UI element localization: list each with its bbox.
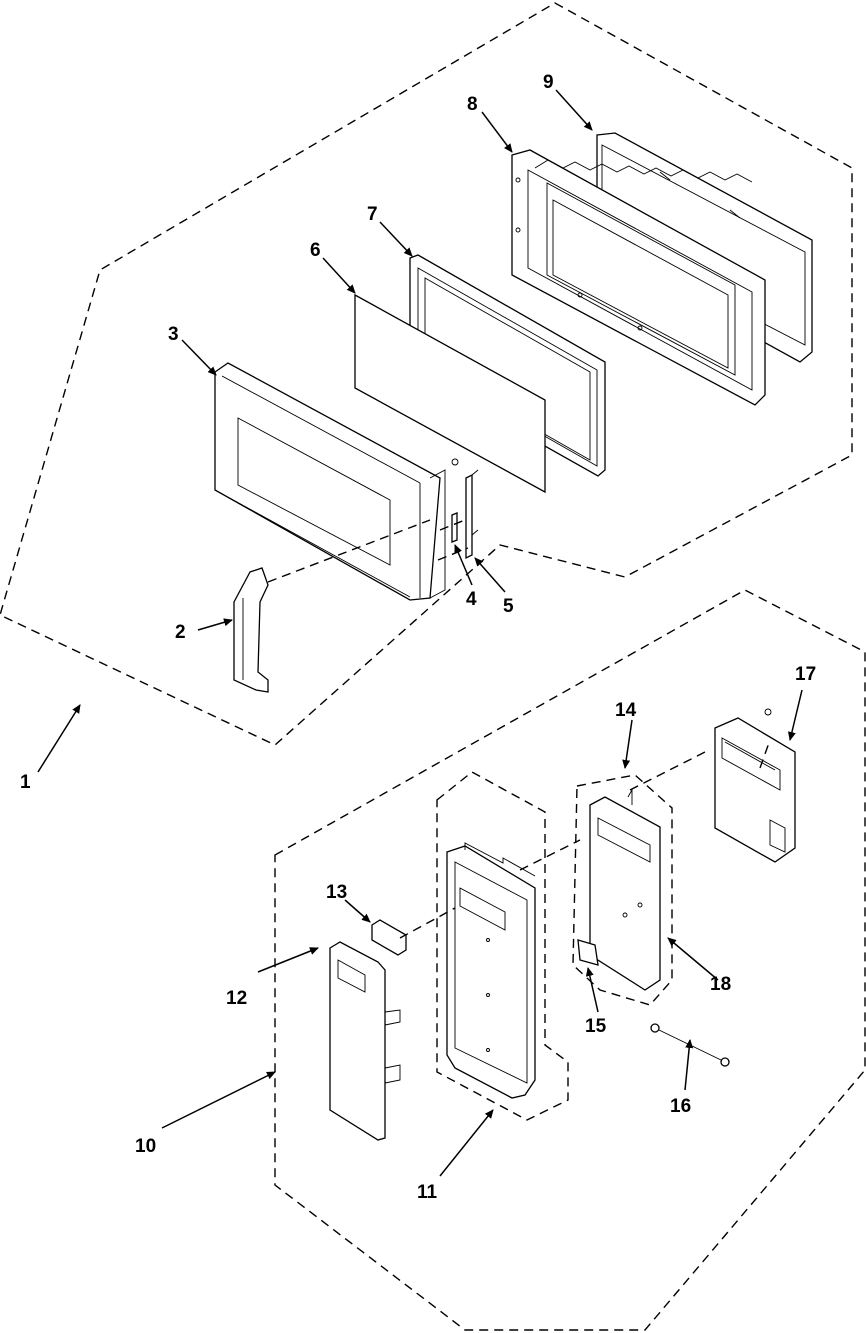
part-12-membrane-keypad	[329, 941, 401, 1141]
part-18-pcb-bracket	[589, 788, 661, 991]
callout-14: 14	[615, 700, 637, 721]
callout-4: 4	[466, 589, 477, 610]
part-6-door-glass	[354, 293, 546, 494]
callout-13: 13	[326, 882, 347, 903]
callout-18: 18	[710, 974, 731, 995]
control-frame-boundary	[436, 771, 569, 1121]
callout-8: 8	[467, 94, 478, 115]
callout-2: 2	[175, 622, 186, 643]
part-15-door-release-lever	[577, 939, 599, 966]
callout-10: 10	[135, 1136, 156, 1157]
pcb-bracket-boundary	[572, 774, 673, 1006]
callout-17: 17	[795, 664, 816, 685]
callout-9: 9	[543, 72, 554, 93]
part-11-control-panel-frame	[446, 842, 536, 1099]
part-5-latch-lever	[465, 469, 479, 560]
callout-6: 6	[310, 240, 321, 261]
callout-12: 12	[226, 988, 247, 1009]
callout-16: 16	[670, 1096, 691, 1117]
part-4-latch-key	[451, 512, 458, 543]
part-2-door-handle	[233, 567, 269, 693]
part-13-display-window	[371, 919, 407, 956]
callout-5: 5	[503, 596, 514, 617]
part-3-door-outer-frame	[214, 362, 459, 601]
door-assembly-boundary	[0, 2, 853, 746]
part-8-door-inner-panel	[511, 149, 766, 406]
callout-3: 3	[168, 324, 179, 345]
callout-7: 7	[367, 204, 378, 225]
part-16-screws	[650, 1023, 730, 1067]
part-17-control-board	[714, 717, 796, 863]
control-panel-boundary	[274, 589, 866, 1331]
callout-1: 1	[20, 772, 31, 793]
callout-15: 15	[585, 1016, 607, 1037]
callout-11: 11	[417, 1182, 438, 1203]
